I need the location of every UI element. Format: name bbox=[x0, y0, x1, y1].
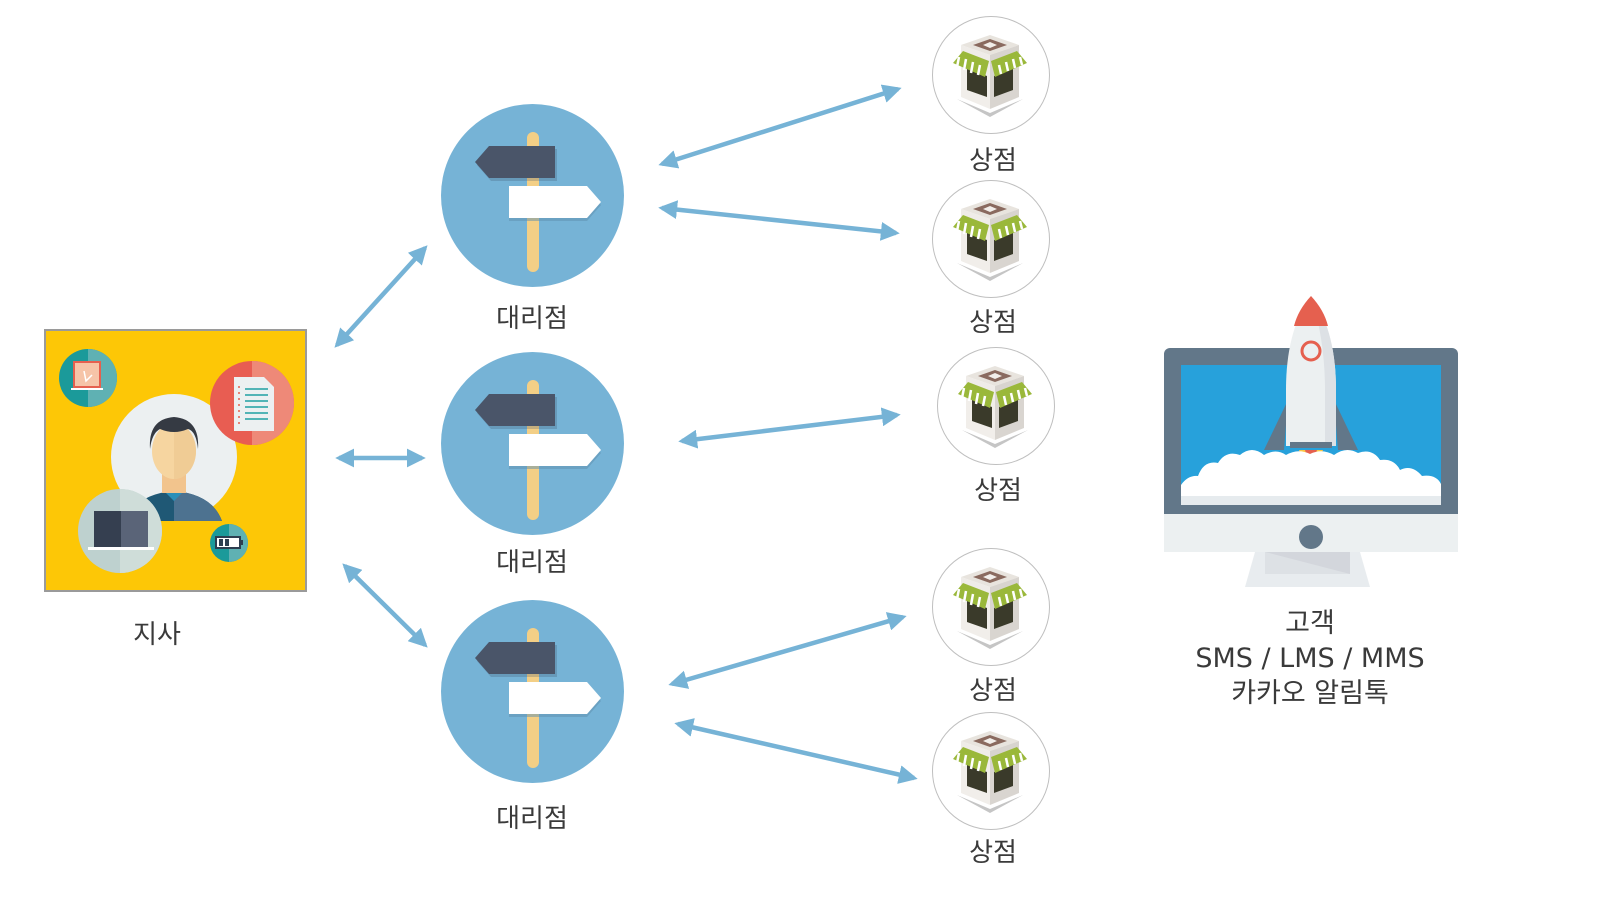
store-label-1: 상점 bbox=[969, 146, 1017, 176]
agency-node-2 bbox=[441, 352, 624, 535]
store-node-1 bbox=[932, 16, 1050, 134]
signpost-icon bbox=[475, 132, 601, 272]
arrow-agency-1-store-1 bbox=[658, 84, 902, 169]
store-label-5: 상점 bbox=[969, 838, 1017, 868]
store-node-4 bbox=[932, 548, 1050, 666]
agency-node-3 bbox=[441, 600, 624, 783]
branch-label: 지사 bbox=[133, 620, 181, 650]
store-label-4: 상점 bbox=[969, 676, 1017, 706]
store-node-3 bbox=[937, 347, 1055, 465]
storefront-icon bbox=[953, 731, 1027, 813]
office-worker-icon bbox=[59, 349, 294, 573]
arrow-branch-agency-1 bbox=[334, 245, 428, 348]
arrow-agency-3-store-4 bbox=[668, 612, 907, 689]
storefront-icon bbox=[958, 366, 1032, 448]
arrow-agency-1-store-2 bbox=[658, 200, 900, 241]
customer-label: 고객 SMS / LMS / MMS 카카오 알림톡 bbox=[1195, 606, 1424, 711]
agency-node-1 bbox=[441, 104, 624, 287]
store-node-5 bbox=[932, 712, 1050, 830]
agency-label-3: 대리점 bbox=[496, 804, 568, 834]
customer-channels: SMS / LMS / MMS bbox=[1195, 643, 1425, 674]
store-label-3: 상점 bbox=[974, 476, 1022, 506]
arrow-branch-agency-3 bbox=[342, 563, 428, 648]
monitor-rocket-icon bbox=[1164, 296, 1458, 587]
customer-kakao: 카카오 알림톡 bbox=[1231, 678, 1389, 709]
storefront-icon bbox=[953, 199, 1027, 281]
agency-label-1: 대리점 bbox=[496, 304, 568, 334]
signpost-icon bbox=[475, 380, 601, 520]
branch-node bbox=[44, 329, 307, 592]
store-node-2 bbox=[932, 180, 1050, 298]
signpost-icon bbox=[475, 628, 601, 768]
customer-node bbox=[1160, 290, 1460, 594]
storefront-icon bbox=[953, 567, 1027, 649]
arrow-agency-2-store-3 bbox=[678, 407, 901, 449]
store-label-2: 상점 bbox=[969, 308, 1017, 338]
agency-label-2: 대리점 bbox=[496, 548, 568, 578]
arrow-agency-3-store-5 bbox=[674, 718, 918, 784]
customer-title: 고객 bbox=[1285, 608, 1335, 639]
storefront-icon bbox=[953, 35, 1027, 117]
